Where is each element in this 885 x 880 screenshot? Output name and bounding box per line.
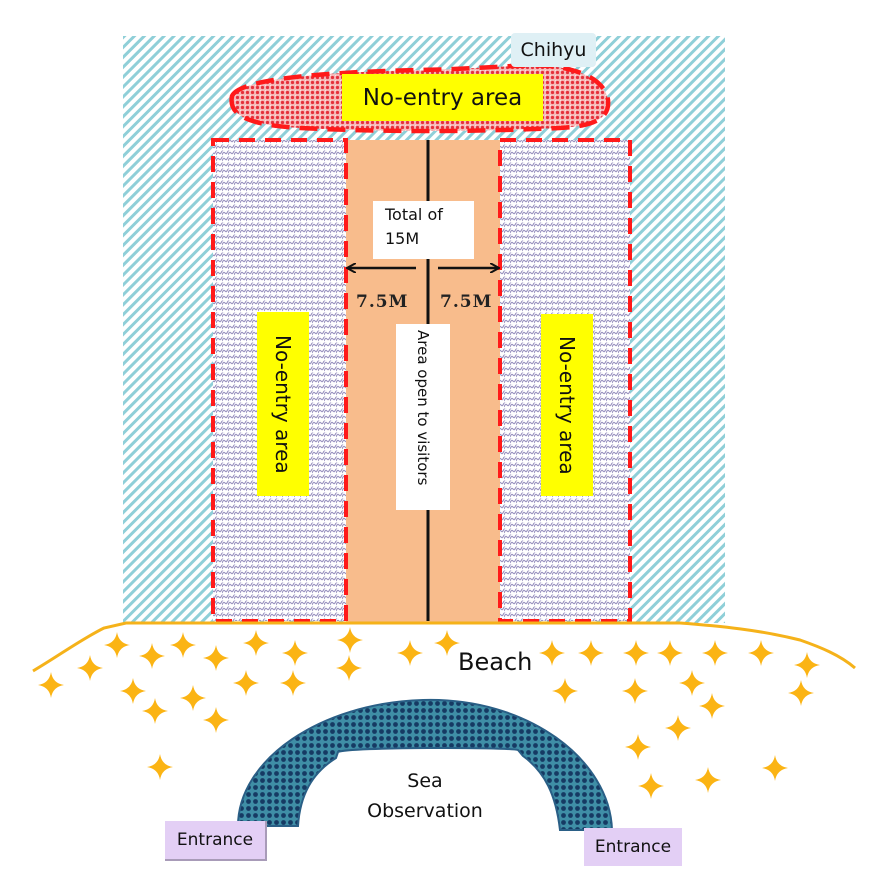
star-icon bbox=[180, 685, 206, 711]
sea-observation-label: Sea Observation bbox=[340, 766, 510, 826]
no-entry-label-top-text: No-entry area bbox=[362, 84, 523, 111]
no-entry-label-right-text: No-entry area bbox=[555, 335, 579, 475]
star-icon bbox=[337, 627, 363, 653]
star-icon bbox=[539, 640, 565, 666]
star-icon bbox=[120, 678, 146, 704]
star-icon bbox=[203, 707, 229, 733]
star-icon bbox=[679, 670, 705, 696]
star-icon bbox=[38, 672, 64, 698]
star-icon bbox=[638, 773, 664, 799]
star-icon bbox=[397, 640, 423, 666]
entrance-right-text: Entrance bbox=[594, 837, 672, 857]
star-icon bbox=[170, 632, 196, 658]
star-icon bbox=[794, 652, 820, 678]
sea-observation-line1: Sea bbox=[407, 770, 443, 792]
star-icon bbox=[699, 693, 725, 719]
star-icon bbox=[142, 698, 168, 724]
star-icon bbox=[203, 645, 229, 671]
star-icon bbox=[665, 715, 691, 741]
star-icon bbox=[104, 632, 130, 658]
chihyu-label: Chihyu bbox=[511, 33, 596, 67]
sea-observation-deck bbox=[236, 698, 614, 831]
beach-label: Beach bbox=[458, 648, 533, 676]
star-icon bbox=[233, 670, 259, 696]
entrance-left-text: Entrance bbox=[176, 830, 254, 850]
star-icon bbox=[625, 734, 651, 760]
star-icon bbox=[552, 678, 578, 704]
total-width-line2: 15M bbox=[385, 229, 420, 248]
star-icon bbox=[280, 670, 306, 696]
no-entry-border-right bbox=[498, 138, 632, 623]
left-half-width-label: 7.5M bbox=[356, 292, 409, 312]
right-half-width-label: 7.5M bbox=[440, 292, 493, 312]
star-icon bbox=[748, 640, 774, 666]
total-width-label: Total of 15M bbox=[373, 201, 474, 259]
star-icon bbox=[657, 640, 683, 666]
star-icon bbox=[623, 640, 649, 666]
star-icon bbox=[336, 655, 362, 681]
open-area-label-text: Area open to visitors bbox=[414, 330, 432, 486]
no-entry-label-top: No-entry area bbox=[342, 74, 543, 121]
star-icon bbox=[77, 655, 103, 681]
no-entry-label-left: No-entry area bbox=[257, 312, 309, 496]
star-icon bbox=[788, 680, 814, 706]
star-icon bbox=[622, 678, 648, 704]
total-width-line1: Total of bbox=[385, 205, 443, 224]
no-entry-label-left-text: No-entry area bbox=[271, 334, 295, 474]
star-icon bbox=[434, 630, 460, 656]
open-area-label: Area open to visitors bbox=[396, 324, 450, 510]
star-icon bbox=[762, 755, 788, 781]
beach-shoreline bbox=[32, 621, 856, 673]
entrance-left: Entrance bbox=[165, 821, 267, 861]
sea-observation-line2: Observation bbox=[367, 800, 483, 822]
no-entry-label-right: No-entry area bbox=[541, 314, 593, 496]
no-entry-border-left bbox=[211, 138, 348, 623]
entrance-right: Entrance bbox=[584, 828, 682, 866]
star-icon bbox=[282, 640, 308, 666]
star-icon bbox=[147, 754, 173, 780]
star-icon bbox=[243, 630, 269, 656]
star-icon bbox=[695, 767, 721, 793]
star-icon bbox=[702, 640, 728, 666]
star-icon bbox=[139, 643, 165, 669]
star-icon bbox=[578, 640, 604, 666]
